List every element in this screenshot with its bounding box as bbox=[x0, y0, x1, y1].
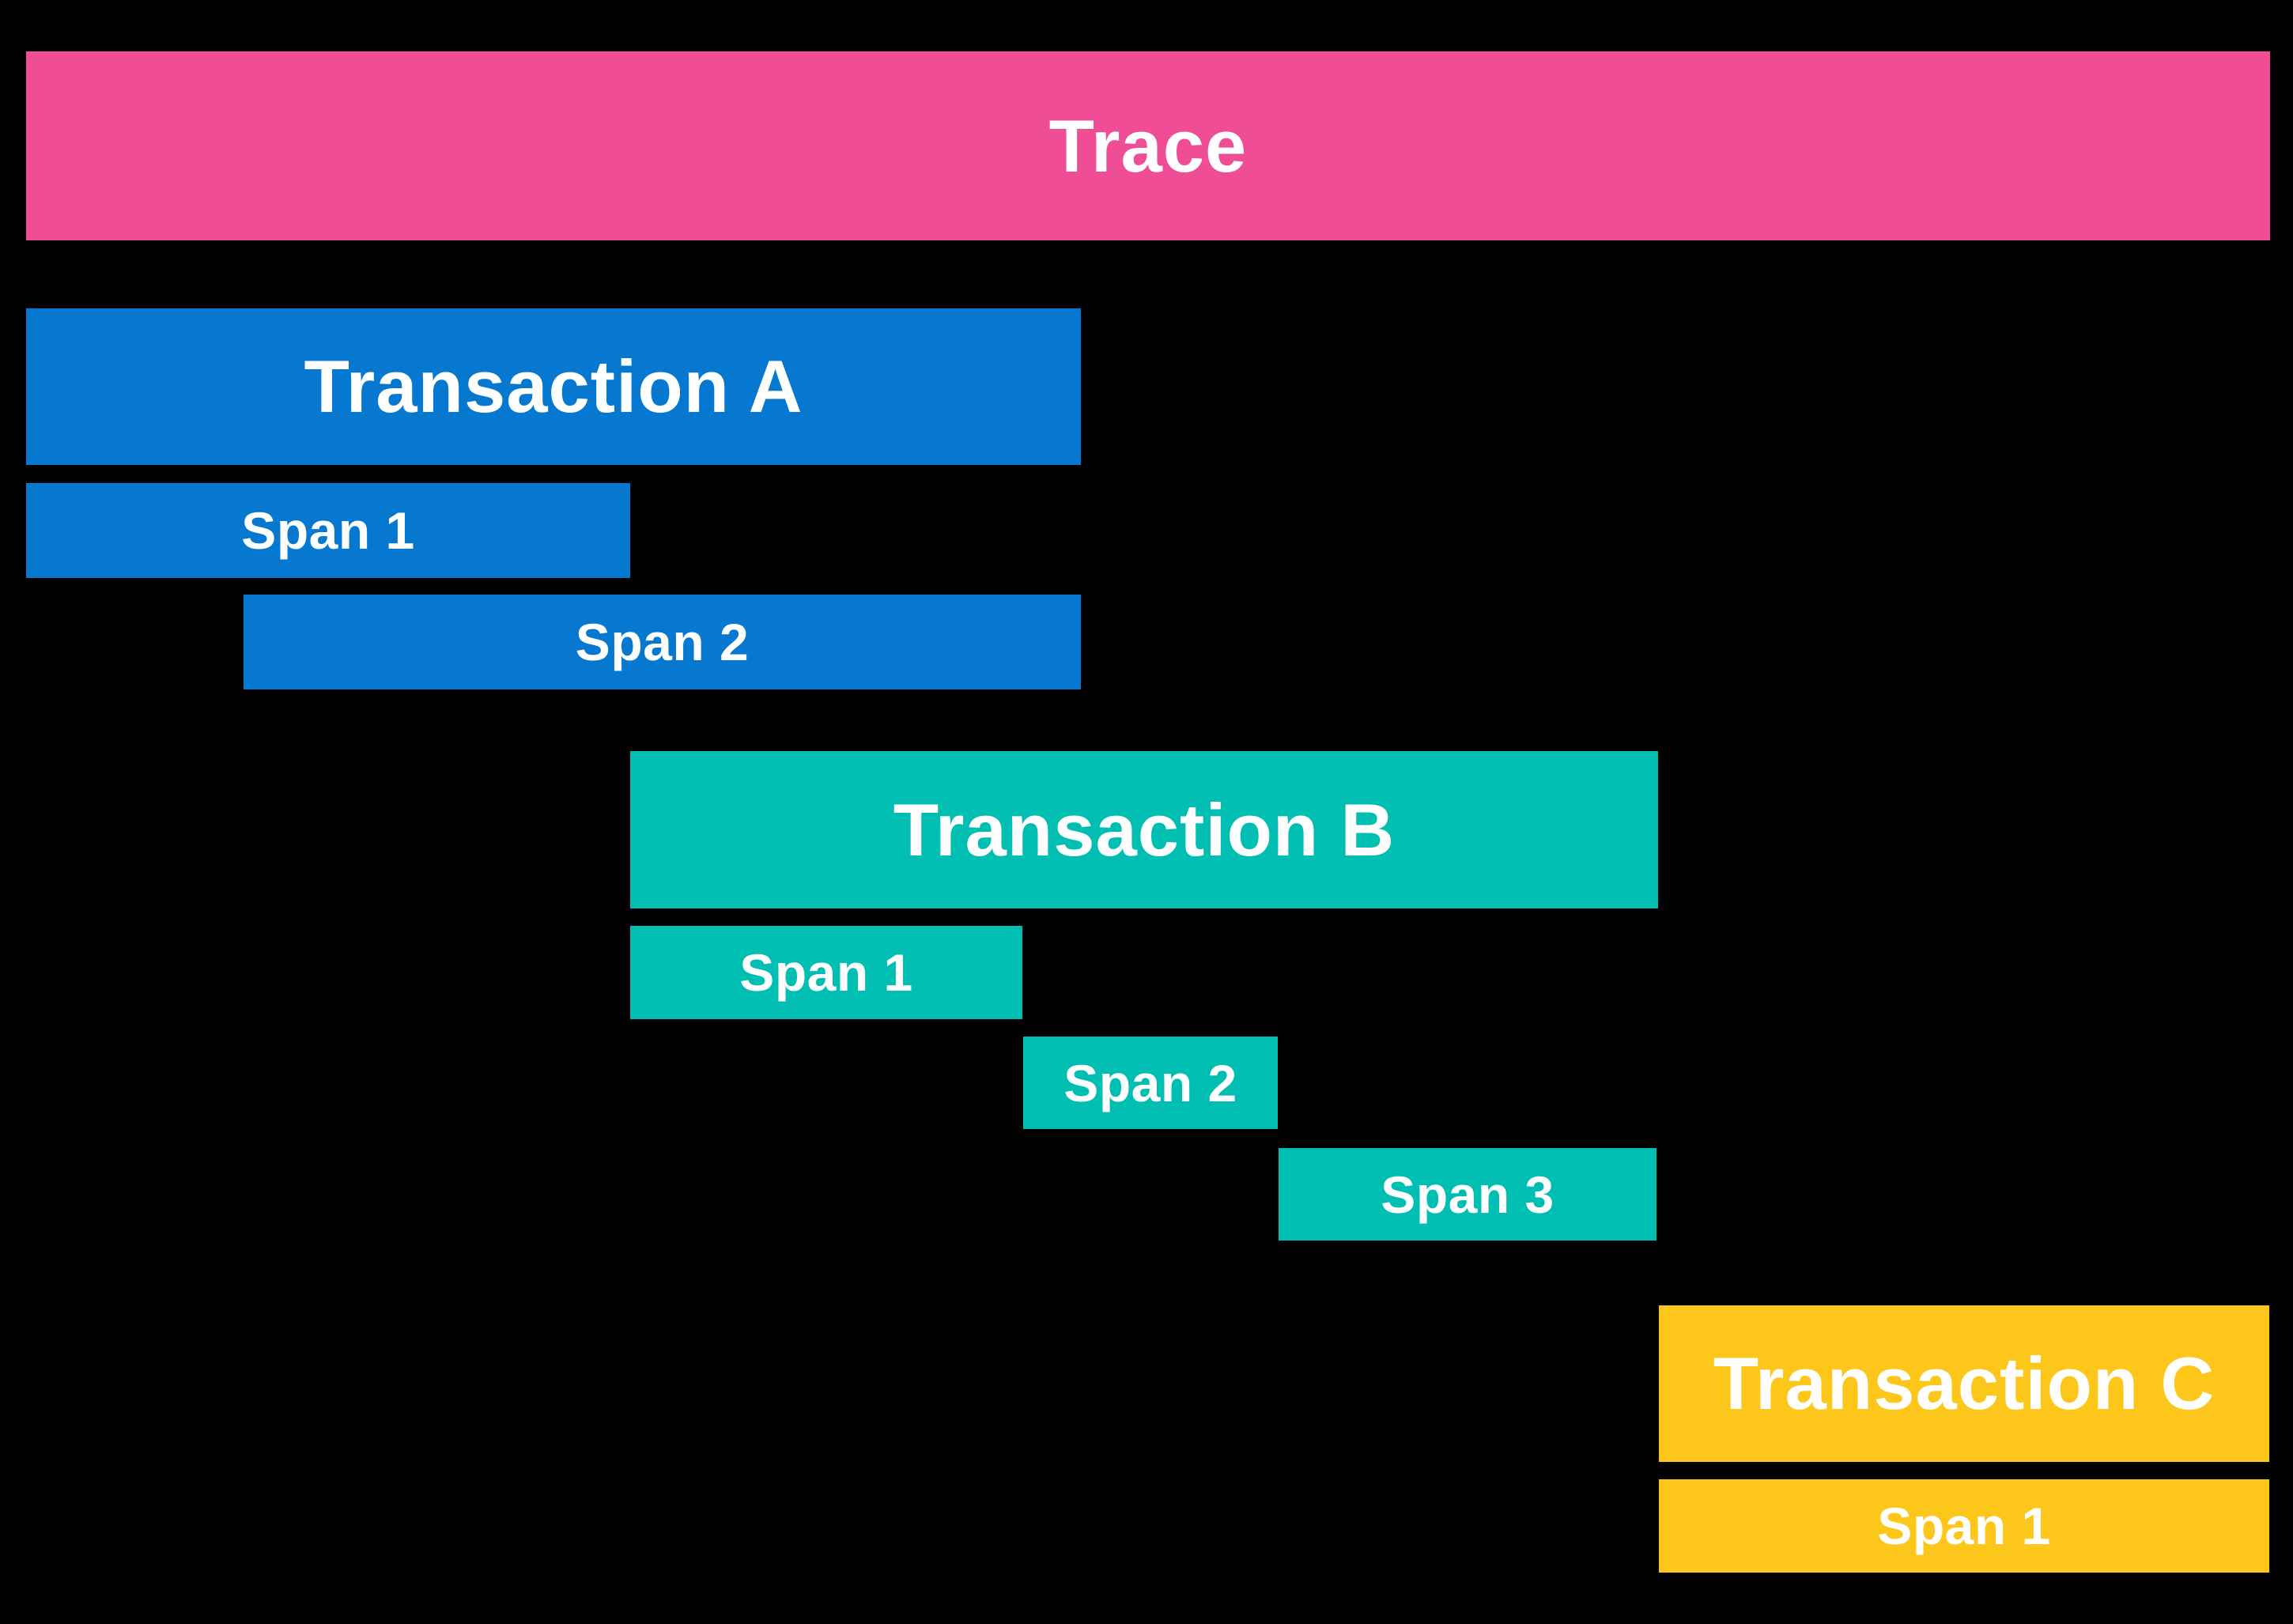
transaction-b-span-2-bar: Span 2 bbox=[1023, 1037, 1278, 1129]
transaction-b-span-1-label: Span 1 bbox=[739, 943, 913, 1002]
transaction-a-span-2-bar: Span 2 bbox=[244, 595, 1081, 689]
transaction-c-span-1-bar: Span 1 bbox=[1659, 1479, 2269, 1573]
transaction-b-span-3-label: Span 3 bbox=[1381, 1165, 1554, 1224]
transaction-c-label: Transaction C bbox=[1713, 1342, 2216, 1425]
transaction-b-span-1-bar: Span 1 bbox=[630, 926, 1022, 1019]
transaction-a-bar: Transaction A bbox=[26, 308, 1081, 465]
transaction-a-span-2-label: Span 2 bbox=[575, 613, 750, 671]
trace-label: Trace bbox=[1048, 104, 1248, 187]
transaction-a-label: Transaction A bbox=[304, 345, 803, 428]
transaction-c-bar: Transaction C bbox=[1659, 1305, 2269, 1462]
transaction-c-span-1-label: Span 1 bbox=[1877, 1497, 2051, 1555]
transaction-a-span-1-bar: Span 1 bbox=[26, 483, 630, 578]
transaction-b-bar: Transaction B bbox=[630, 751, 1658, 908]
trace-bar: Trace bbox=[26, 51, 2270, 240]
transaction-b-span-2-label: Span 2 bbox=[1063, 1053, 1237, 1112]
transaction-b-label: Transaction B bbox=[893, 787, 1396, 871]
transaction-a-span-1-label: Span 1 bbox=[241, 501, 415, 560]
transaction-b-span-3-bar: Span 3 bbox=[1279, 1148, 1656, 1241]
